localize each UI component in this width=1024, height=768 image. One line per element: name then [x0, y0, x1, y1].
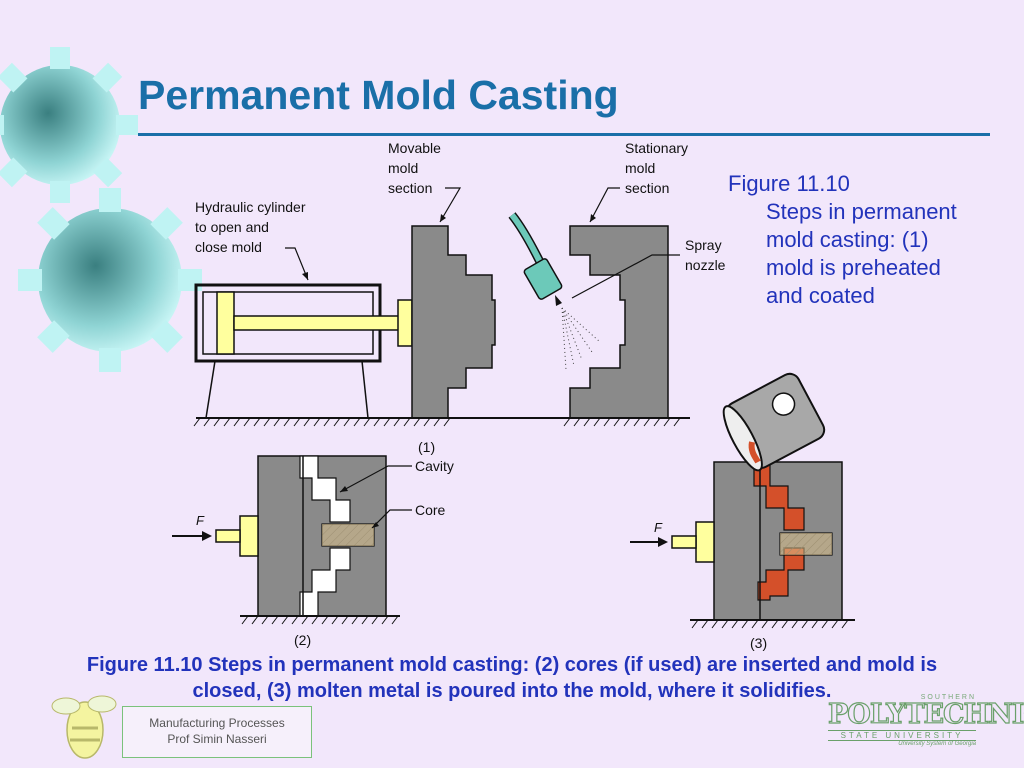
side-caption: Figure 11.10 Steps in permanent mold cas… — [728, 170, 978, 310]
label-movable-line3: section — [388, 180, 432, 196]
molten-metal — [753, 449, 805, 601]
force-label-left: F — [196, 513, 205, 528]
label-movable-line1: Movable — [388, 140, 441, 156]
decorative-gears — [0, 47, 202, 372]
step2-diagram: F Cavity Core (2) — [172, 455, 454, 648]
logo-sub-text: STATE UNIVERSITY — [828, 730, 976, 741]
label-movable-line2: mold — [388, 160, 418, 176]
spray-nozzle — [523, 258, 563, 300]
logo-top-text: SOUTHERN — [920, 694, 976, 701]
step1-label: (1) — [418, 439, 435, 455]
step1-diagram: Movable mold section Stationary mold sec… — [193, 140, 726, 455]
side-caption-figure-number: Figure 11.10 — [728, 171, 850, 196]
footer-course: Manufacturing Processes — [149, 716, 285, 730]
label-stationary-line3: section — [625, 180, 669, 196]
step3-diagram: F (3) — [630, 372, 855, 651]
step3-label: (3) — [750, 635, 767, 651]
label-stationary-line2: mold — [625, 160, 655, 176]
title-underline — [138, 133, 990, 136]
spray-mist — [561, 307, 601, 371]
gear-top-icon — [0, 47, 138, 203]
label-hydraulic-line3: close mold — [195, 239, 262, 255]
gear-bottom-icon — [18, 188, 202, 372]
label-core: Core — [415, 502, 446, 518]
logo-tag-text: University System of Georgia — [898, 741, 976, 747]
slide-title: Permanent Mold Casting — [138, 72, 619, 118]
footer-instructor: Prof Simin Nasseri — [167, 732, 267, 746]
logo-main-text: POLYTECHNIC — [827, 699, 1024, 730]
side-caption-text: Steps in permanent mold casting: (1) mol… — [766, 199, 957, 308]
bottom-caption: Figure 11.10 Steps in permanent mold cas… — [86, 654, 938, 702]
label-spray-line1: Spray — [685, 237, 722, 253]
label-cavity: Cavity — [415, 458, 454, 474]
label-stationary-line1: Stationary — [625, 140, 688, 156]
pouring-ladle — [722, 372, 826, 472]
movable-mold-section — [411, 225, 496, 419]
label-spray-line2: nozzle — [685, 257, 726, 273]
label-hydraulic-line1: Hydraulic cylinder — [195, 199, 306, 215]
label-hydraulic-line2: to open and — [195, 219, 269, 235]
casting-figure: Movable mold section Stationary mold sec… — [172, 140, 855, 651]
step2-label: (2) — [294, 632, 311, 648]
piston-rod — [233, 315, 401, 331]
course-footer: Manufacturing Processes Prof Simin Nasse… — [122, 706, 312, 758]
yellow-jacket-mascot-icon — [51, 695, 117, 759]
force-label-right: F — [654, 520, 663, 535]
piston-head — [216, 291, 235, 355]
polytechnic-logo: SOUTHERN POLYTECHNIC STATE UNIVERSITY Un… — [827, 694, 1024, 756]
